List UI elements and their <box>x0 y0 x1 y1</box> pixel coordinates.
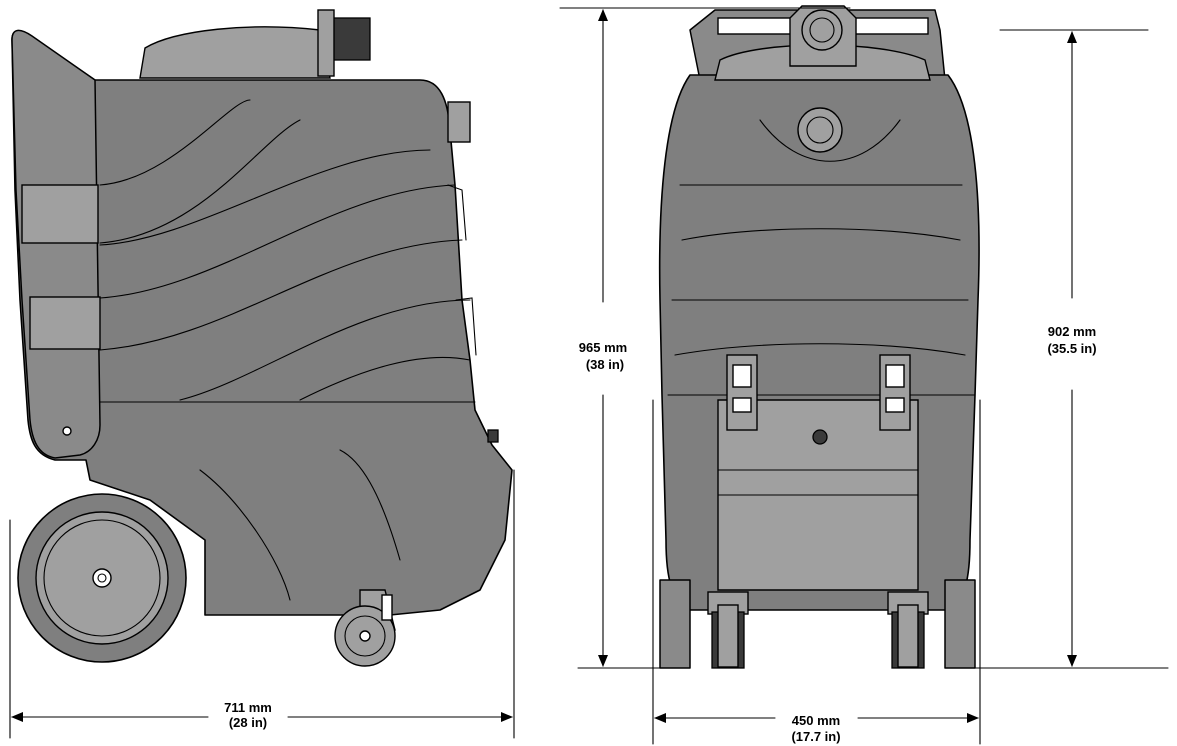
dimension-lines <box>9 7 1169 745</box>
side-view <box>11 9 513 667</box>
side-length-in: (28 in) <box>229 715 267 730</box>
front-width-mm: 450 mm <box>792 713 840 728</box>
outer-height-mm: 965 mm <box>579 340 627 355</box>
inner-height-mm: 902 mm <box>1048 324 1096 339</box>
front-view <box>658 5 980 669</box>
dimension-labels: 711 mm (28 in) 965 mm (38 in) 902 mm (35… <box>224 324 1096 744</box>
front-width-in: (17.7 in) <box>791 729 840 744</box>
side-length-mm: 711 mm <box>224 700 272 715</box>
inner-height-in: (35.5 in) <box>1047 341 1096 356</box>
outer-height-in: (38 in) <box>586 357 624 372</box>
